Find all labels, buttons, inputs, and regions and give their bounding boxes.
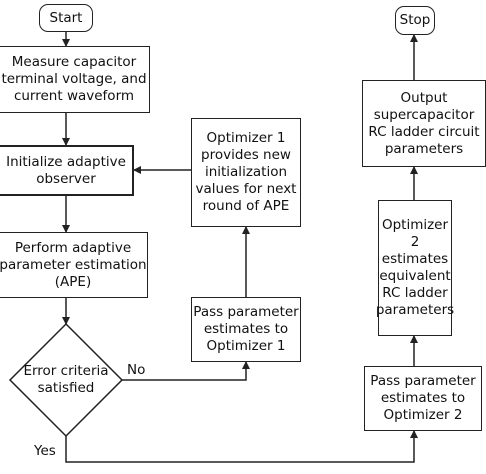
- yes-label: Yes: [34, 443, 56, 459]
- decision-diamond: [8, 322, 124, 438]
- edge-decision-yes: [65, 430, 418, 463]
- ape-label: Perform adaptive parameter estimation (A…: [0, 239, 147, 290]
- stop-label: Stop: [399, 12, 431, 28]
- pass-opt1-box: Pass parameter estimates to Optimizer 1: [191, 297, 301, 362]
- no-label: No: [127, 362, 146, 378]
- pass-opt1-label: Pass parameter estimates to Optimizer 1: [193, 304, 299, 354]
- start-label: Start: [49, 9, 83, 26]
- decision-label: Error criteria satisfied: [23, 363, 109, 396]
- start-node: Start: [39, 4, 93, 32]
- init-observer-label: Initialize adaptive observer: [6, 153, 126, 187]
- opt2-box: Optimizer 2 estimates equivalent RC ladd…: [375, 200, 455, 336]
- pass-opt2-box: Pass parameter estimates to Optimizer 2: [364, 366, 482, 431]
- pass-opt2-label: Pass parameter estimates to Optimizer 2: [370, 373, 476, 423]
- opt2-label: Optimizer 2 estimates equivalent RC ladd…: [375, 217, 455, 318]
- ape-box: Perform adaptive parameter estimation (A…: [0, 232, 148, 298]
- init-observer-box: Initialize adaptive observer: [0, 145, 134, 196]
- output-label: Output supercapacitor RC ladder circuit …: [368, 89, 480, 157]
- edge-decision-no: [122, 361, 250, 381]
- opt1-label: Optimizer 1 provides new initialization …: [195, 130, 297, 214]
- flowchart-canvas: [8, 32, 418, 463]
- measure-box: Measure capacitor terminal voltage, and …: [0, 46, 150, 113]
- output-box: Output supercapacitor RC ladder circuit …: [362, 80, 486, 167]
- measure-label: Measure capacitor terminal voltage, and …: [1, 54, 147, 104]
- decision-text: Error criteria satisfied: [10, 359, 122, 401]
- opt1-box: Optimizer 1 provides new initialization …: [191, 118, 301, 227]
- stop-node: Stop: [395, 6, 435, 35]
